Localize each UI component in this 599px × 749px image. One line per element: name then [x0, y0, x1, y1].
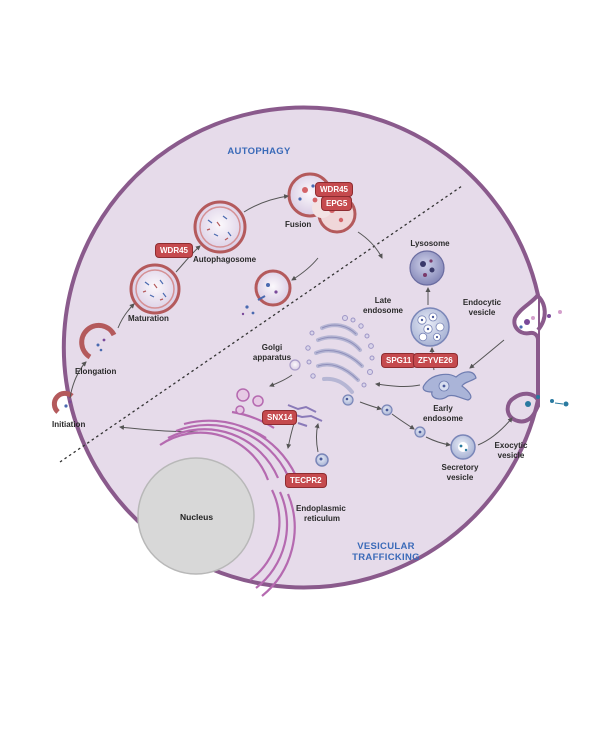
- badge-spg11: SPG11: [382, 354, 416, 367]
- label-early-endosome-1: Early: [433, 404, 453, 413]
- badge-zfyve26: ZFYVE26: [414, 354, 457, 367]
- label-er-2: reticulum: [304, 514, 341, 523]
- label-autophagosome: Autophagosome: [193, 255, 257, 264]
- nucleus: [137, 457, 255, 575]
- golgi-vesicle-out: [289, 359, 301, 371]
- label-golgi-2: apparatus: [252, 353, 292, 362]
- secretory-vesicle: [450, 434, 476, 460]
- autophagy-title: AUTOPHAGY: [227, 146, 291, 157]
- label-early-endosome-2: endosome: [422, 414, 464, 423]
- label-endocytic-vesicle-1: Endocytic: [462, 298, 502, 307]
- label-endocytic-vesicle-2: vesicle: [468, 308, 496, 317]
- label-elongation: Elongation: [75, 367, 117, 376]
- label-late-endosome-2: endosome: [362, 306, 404, 315]
- autophagosome: [193, 200, 247, 254]
- endocytic-vesicle: [519, 310, 562, 329]
- phagophore-elongation: [79, 322, 117, 360]
- badge-tecpr2: TECPR2: [286, 474, 326, 487]
- label-fusion: Fusion: [285, 220, 312, 229]
- label-exocytic-vesicle-1: Exocytic: [494, 441, 528, 450]
- phagophore-initiation: [51, 390, 74, 414]
- early-endosome: [422, 371, 477, 401]
- label-nucleus: Nucleus: [180, 512, 214, 522]
- label-er-1: Endoplasmic: [296, 504, 346, 513]
- badge-wdr45-maturation: WDR45: [156, 244, 193, 257]
- label-exocytic-vesicle-2: vesicle: [497, 451, 525, 460]
- label-initiation: Initiation: [52, 420, 86, 429]
- endocytic-pit: [512, 293, 540, 341]
- ergic: [287, 404, 323, 427]
- label-golgi-1: Golgi: [261, 343, 283, 352]
- degradation-vesicle: [241, 269, 292, 316]
- label-maturation: Maturation: [128, 314, 169, 323]
- golgi-vesicles: [305, 315, 375, 388]
- golgi-inner: [315, 324, 363, 381]
- endoplasmic-reticulum: [159, 410, 297, 597]
- section-divider: [59, 185, 463, 463]
- label-secretory-vesicle-2: vesicle: [446, 473, 474, 482]
- exocytic-release: [525, 395, 569, 407]
- label-lysosome: Lysosome: [410, 239, 450, 248]
- label-secretory-vesicle-1: Secretory: [441, 463, 479, 472]
- transport-vesicles: [381, 404, 426, 438]
- autophagy-arrows: [69, 194, 383, 433]
- vesicular-trafficking-title-line2: TRAFFICKING: [352, 552, 420, 563]
- badge-snx14: SNX14: [263, 411, 297, 424]
- badge-wdr45-fusion: WDR45: [316, 183, 353, 196]
- vesicular-trafficking-title-line1: VESICULAR: [357, 541, 415, 552]
- badge-epg5: EPG5: [322, 197, 352, 210]
- er-vesicles: [235, 388, 264, 415]
- label-late-endosome-1: Late: [374, 296, 392, 305]
- maturation-vesicle: [129, 263, 181, 315]
- late-endosome: [410, 307, 450, 347]
- lysosome: [409, 250, 445, 286]
